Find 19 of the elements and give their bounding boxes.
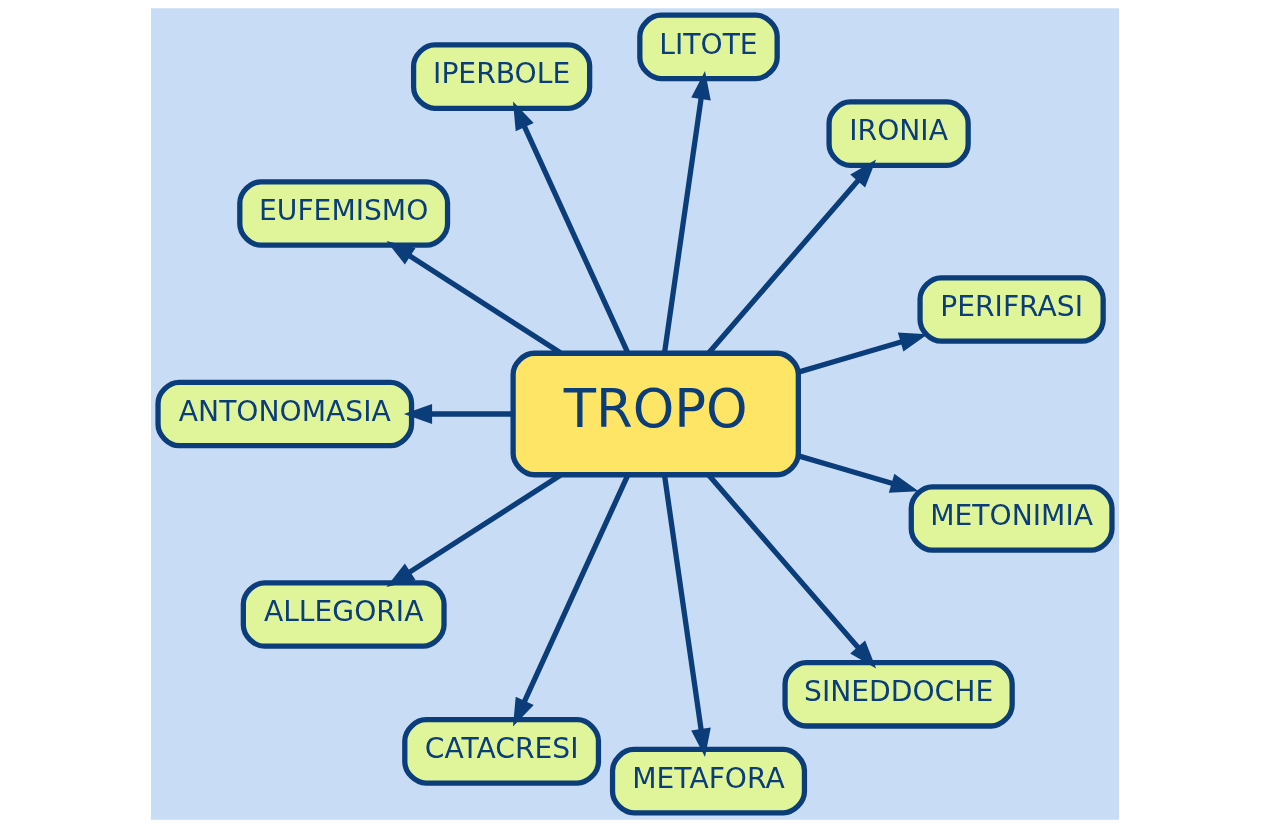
arrow xyxy=(403,404,513,424)
node-box: LITOTE xyxy=(637,12,780,82)
node-box: METAFORA xyxy=(609,746,808,816)
node-box: EUFEMISMO xyxy=(237,179,451,248)
arrow xyxy=(661,71,711,353)
node-box: ANTONOMASIA xyxy=(155,379,415,449)
node-box: PERIFRASI xyxy=(917,275,1106,344)
node-box: METONIMIA xyxy=(908,484,1115,553)
arrow xyxy=(661,475,711,757)
node-box: CATACRESI xyxy=(402,717,602,786)
arrow xyxy=(797,453,919,493)
node-box: ALLEGORIA xyxy=(240,580,447,649)
arrow xyxy=(512,474,631,727)
node-box: TROPO xyxy=(510,350,801,478)
node-box: SINEDDOCHE xyxy=(782,660,1015,729)
node-box: IPERBOLE xyxy=(410,42,593,111)
node-box: IRONIA xyxy=(826,99,971,168)
arrow xyxy=(512,101,631,354)
arrow xyxy=(797,332,928,375)
